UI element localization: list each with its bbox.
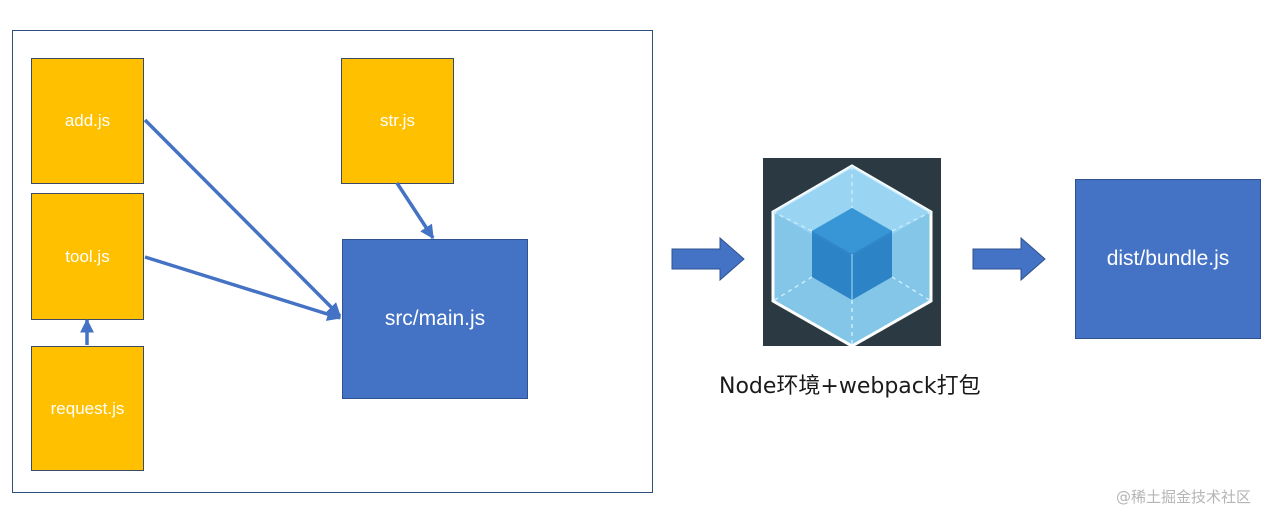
webpack-cube-logo-icon [763,158,941,348]
watermark: @稀土掘金技术社区 [1116,488,1252,506]
module-tool-label: tool.js [65,246,110,266]
module-str-label: str.js [380,111,415,130]
edge-str-to-main [395,182,435,240]
module-add-label: add.js [64,111,111,130]
source-modules-frame [12,30,653,493]
right-block-arrow-icon [671,236,745,282]
build-caption: Node环境+webpack打包 [719,374,981,399]
module-str: str.js [341,58,454,184]
module-request: request.js [31,346,144,471]
edge-add-to-main [143,118,342,318]
entry-main: src/main.js [342,239,528,399]
output-bundle-label: dist/bundle.js [1106,247,1230,270]
right-block-arrow-icon [972,236,1046,282]
entry-main-label: src/main.js [384,307,486,330]
module-request-label: request.js [50,398,125,418]
module-add: add.js [31,58,144,184]
output-bundle: dist/bundle.js [1075,179,1261,339]
edge-tool-to-main [144,255,342,321]
